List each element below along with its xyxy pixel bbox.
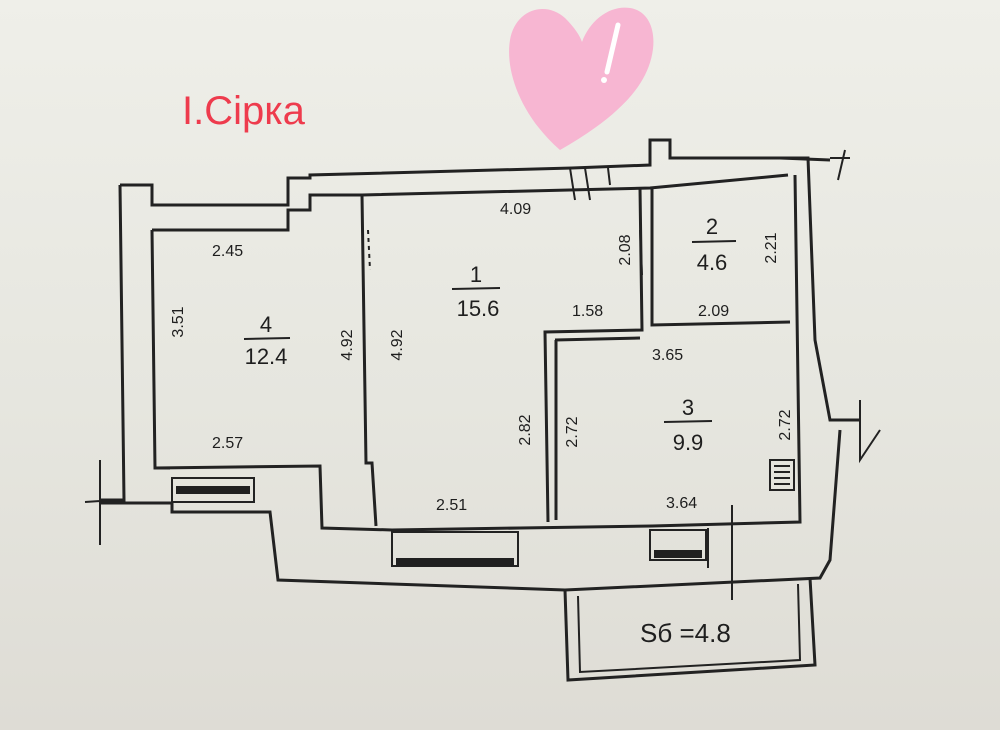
room-2-label: 2 4.6 <box>691 214 737 275</box>
dim-room3-bottom: 3.64 <box>666 495 697 512</box>
svg-text:4.6: 4.6 <box>697 250 728 275</box>
dim-room1-bottom: 2.51 <box>436 497 467 514</box>
dim-room4-left: 3.51 <box>170 306 187 337</box>
dim-room4-bottom: 2.57 <box>212 435 243 452</box>
dim-room1-right-lower: 2.82 <box>517 414 534 445</box>
dim-room4-top: 2.45 <box>212 243 243 260</box>
interior-walls <box>360 187 791 527</box>
svg-text:15.6: 15.6 <box>457 296 500 321</box>
dim-room1-left: 4.92 <box>389 329 406 360</box>
svg-text:1: 1 <box>470 262 482 287</box>
dim-room3-left: 2.72 <box>564 416 581 447</box>
dim-room3-top: 3.65 <box>652 347 683 364</box>
outer-walls <box>84 138 881 592</box>
dim-room2-right: 2.21 <box>763 232 780 263</box>
balcony: Sб =4.8 <box>563 577 817 682</box>
dim-room1-top: 4.09 <box>500 201 531 218</box>
dim-room3-right: 2.72 <box>777 409 794 440</box>
svg-text:3: 3 <box>682 395 694 420</box>
balcony-area-label: Sб =4.8 <box>640 618 731 648</box>
dim-room1-right-upper: 2.08 <box>617 234 634 265</box>
svg-text:2: 2 <box>706 214 718 239</box>
boiler-icon <box>769 459 795 491</box>
heart-sticker-icon <box>509 7 654 151</box>
windows <box>171 477 733 600</box>
svg-text:9.9: 9.9 <box>673 430 704 455</box>
room-1-label: 1 15.6 <box>451 262 501 321</box>
room-4-label: 4 12.4 <box>243 312 291 369</box>
room-3-label: 3 9.9 <box>663 395 713 455</box>
title-label: І.Сірка <box>182 89 306 133</box>
svg-text:4: 4 <box>260 312 272 337</box>
dim-room4-right: 4.92 <box>339 329 356 360</box>
dim-room2-bottom: 2.09 <box>698 303 729 320</box>
svg-text:12.4: 12.4 <box>245 344 288 369</box>
dim-room1-step: 1.58 <box>572 303 603 320</box>
